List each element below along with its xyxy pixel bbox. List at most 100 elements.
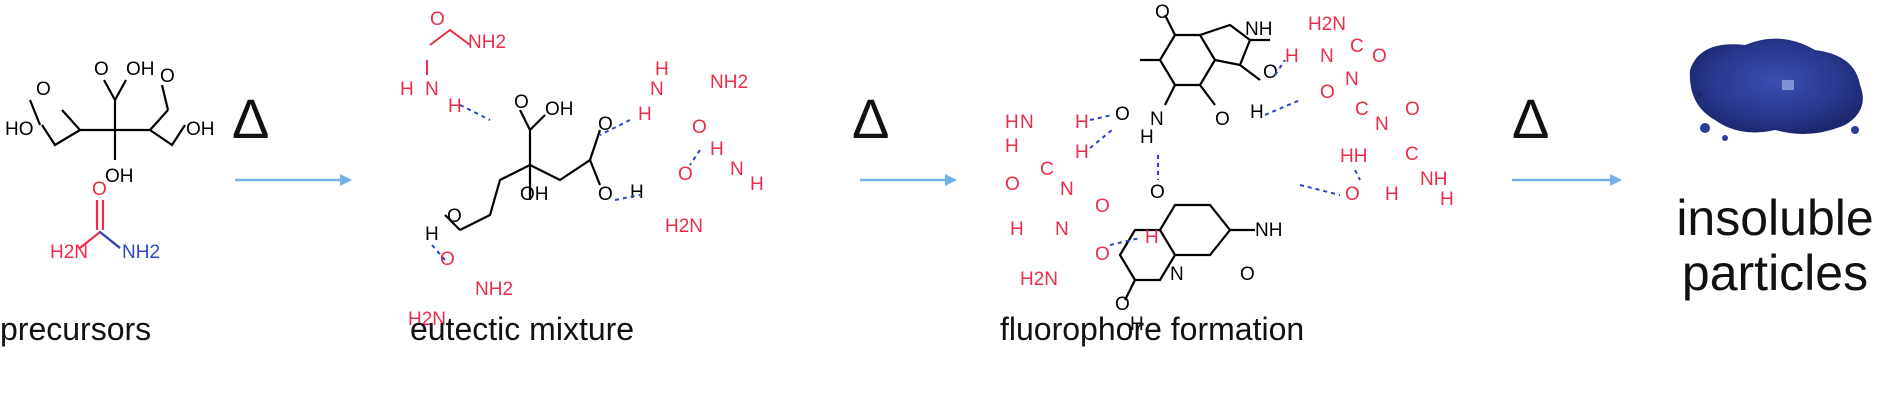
heat-arrow-2: Δ	[852, 87, 957, 186]
eutectic-ca-labels: O OH O O H OH O H	[425, 92, 644, 245]
atom-label-h: H	[1285, 46, 1299, 67]
atom-label-n: N	[1320, 46, 1334, 67]
atom-label-o: O	[94, 59, 109, 80]
eutectic-hbonds	[431, 104, 701, 261]
atom-label-h: H	[1130, 314, 1144, 335]
atom-label-n: N	[730, 159, 744, 180]
eutectic-citric-acid	[444, 109, 602, 231]
atom-label-h: H	[1140, 127, 1154, 148]
atom-label-o: O	[92, 179, 107, 200]
atom-label-h: H	[1075, 142, 1089, 163]
atom-label-h: H	[750, 174, 764, 195]
atom-label-nh2: NH2	[122, 242, 160, 263]
atom-label-oh: OH	[545, 99, 574, 120]
atom-label-nh: NH	[1255, 220, 1282, 241]
atom-label-h: H	[400, 79, 414, 100]
atom-label-ho: HO	[5, 119, 34, 140]
atom-label-c: C	[1355, 99, 1369, 120]
fluorophore-urea-labels: H N H H C H O N O H N H O H2N H2N H N C …	[1005, 14, 1454, 290]
atom-label-o: O	[1263, 62, 1278, 83]
atom-label-o: O	[692, 117, 707, 138]
atom-label-h: H	[630, 182, 644, 203]
atom-label-n: N	[1170, 264, 1184, 285]
atom-label-o: O	[1372, 46, 1387, 67]
atom-label-oh: OH	[126, 59, 155, 80]
fluorophore-hbonds	[1089, 59, 1361, 246]
urea-molecule: O H2N NH2	[50, 179, 160, 263]
caption-eutectic: eutectic mixture	[410, 311, 634, 347]
atom-label-nh2: NH2	[468, 32, 506, 53]
atom-label-c: C	[1350, 36, 1364, 57]
atom-label-h: H	[710, 139, 724, 160]
atom-label-h: H	[1145, 227, 1159, 248]
heat-arrow-3: Δ	[1512, 87, 1622, 186]
atom-label-n: N	[1020, 112, 1034, 133]
atom-label-h: H	[1440, 189, 1454, 210]
atom-label-o: O	[1095, 244, 1110, 265]
fluorophore-dimer	[1118, 14, 1270, 301]
delta-symbol: Δ	[852, 87, 889, 150]
atom-label-o: O	[160, 66, 175, 87]
eutectic-ureas: O NH2 H N H H N NH2 H O H N H O H2N O NH…	[400, 9, 764, 330]
atom-label-nh: NH	[1420, 169, 1447, 190]
atom-label-o: O	[1115, 104, 1130, 125]
atom-label-n: N	[1345, 69, 1359, 90]
atom-label-c: C	[1405, 144, 1419, 165]
atom-label-h2n: H2N	[1308, 14, 1346, 35]
atom-label-h: H	[1010, 219, 1024, 240]
atom-label-n: N	[1375, 114, 1389, 135]
powder-image	[1689, 38, 1863, 141]
atom-label-nh2: NH2	[710, 72, 748, 93]
citric-acid-labels: OH O O HO O OH OH	[5, 59, 215, 187]
atom-label-o: O	[1345, 184, 1360, 205]
caption-fluorophore: fluorophore formation	[1000, 311, 1304, 347]
atom-label-h2n: H2N	[1020, 269, 1058, 290]
atom-label-o: O	[440, 249, 455, 270]
atom-label-h2n: H2N	[408, 309, 446, 330]
atom-label-o: O	[678, 164, 693, 185]
atom-label-h: H	[1385, 184, 1399, 205]
atom-label-o: O	[447, 206, 462, 227]
atom-label-h2n: H2N	[665, 216, 703, 237]
atom-label-c: C	[1040, 159, 1054, 180]
atom-label-o: O	[1005, 174, 1020, 195]
atom-label-h: H	[1075, 112, 1089, 133]
atom-label-oh: OH	[520, 184, 549, 205]
atom-label-o: O	[1155, 2, 1170, 23]
atom-label-o: O	[1095, 196, 1110, 217]
atom-label-oh: OH	[186, 119, 215, 140]
heat-arrow-1: Δ	[232, 87, 352, 186]
atom-label-h: H	[638, 104, 652, 125]
atom-label-h: H	[1005, 112, 1019, 133]
fluorophore-core-labels: O NH O N H O H O O NH O N O H	[1115, 2, 1282, 335]
atom-label-h: H	[1250, 102, 1264, 123]
atom-label-o: O	[430, 9, 445, 30]
atom-label-nh2: NH2	[475, 279, 513, 300]
atom-label-hh: HH	[1340, 146, 1367, 167]
caption-precursors: precursors	[0, 311, 151, 347]
atom-label-o: O	[1320, 82, 1335, 103]
atom-label-o: O	[598, 184, 613, 205]
atom-label-h2n: H2N	[50, 242, 88, 263]
atom-label-n: N	[1150, 109, 1164, 130]
atom-label-h: H	[1005, 136, 1019, 157]
atom-label-oh: OH	[105, 166, 134, 187]
atom-label-h: H	[655, 59, 669, 80]
citric-acid-molecule	[28, 79, 186, 160]
atom-label-nh: NH	[1245, 19, 1272, 40]
atom-label-h: H	[425, 224, 439, 245]
atom-label-o: O	[514, 92, 529, 113]
product-label-line2: particles	[1682, 245, 1868, 301]
atom-label-o: O	[36, 79, 51, 100]
product-label-line1: insoluble	[1676, 190, 1873, 246]
atom-label-o: O	[598, 114, 613, 135]
atom-label-n: N	[1060, 179, 1074, 200]
atom-label-o: O	[1215, 109, 1230, 130]
atom-label-h: H	[448, 96, 462, 117]
atom-label-n: N	[425, 79, 439, 100]
atom-label-n: N	[1055, 219, 1069, 240]
atom-label-o: O	[1240, 264, 1255, 285]
delta-symbol: Δ	[1512, 87, 1549, 150]
atom-label-o: O	[1115, 294, 1130, 315]
